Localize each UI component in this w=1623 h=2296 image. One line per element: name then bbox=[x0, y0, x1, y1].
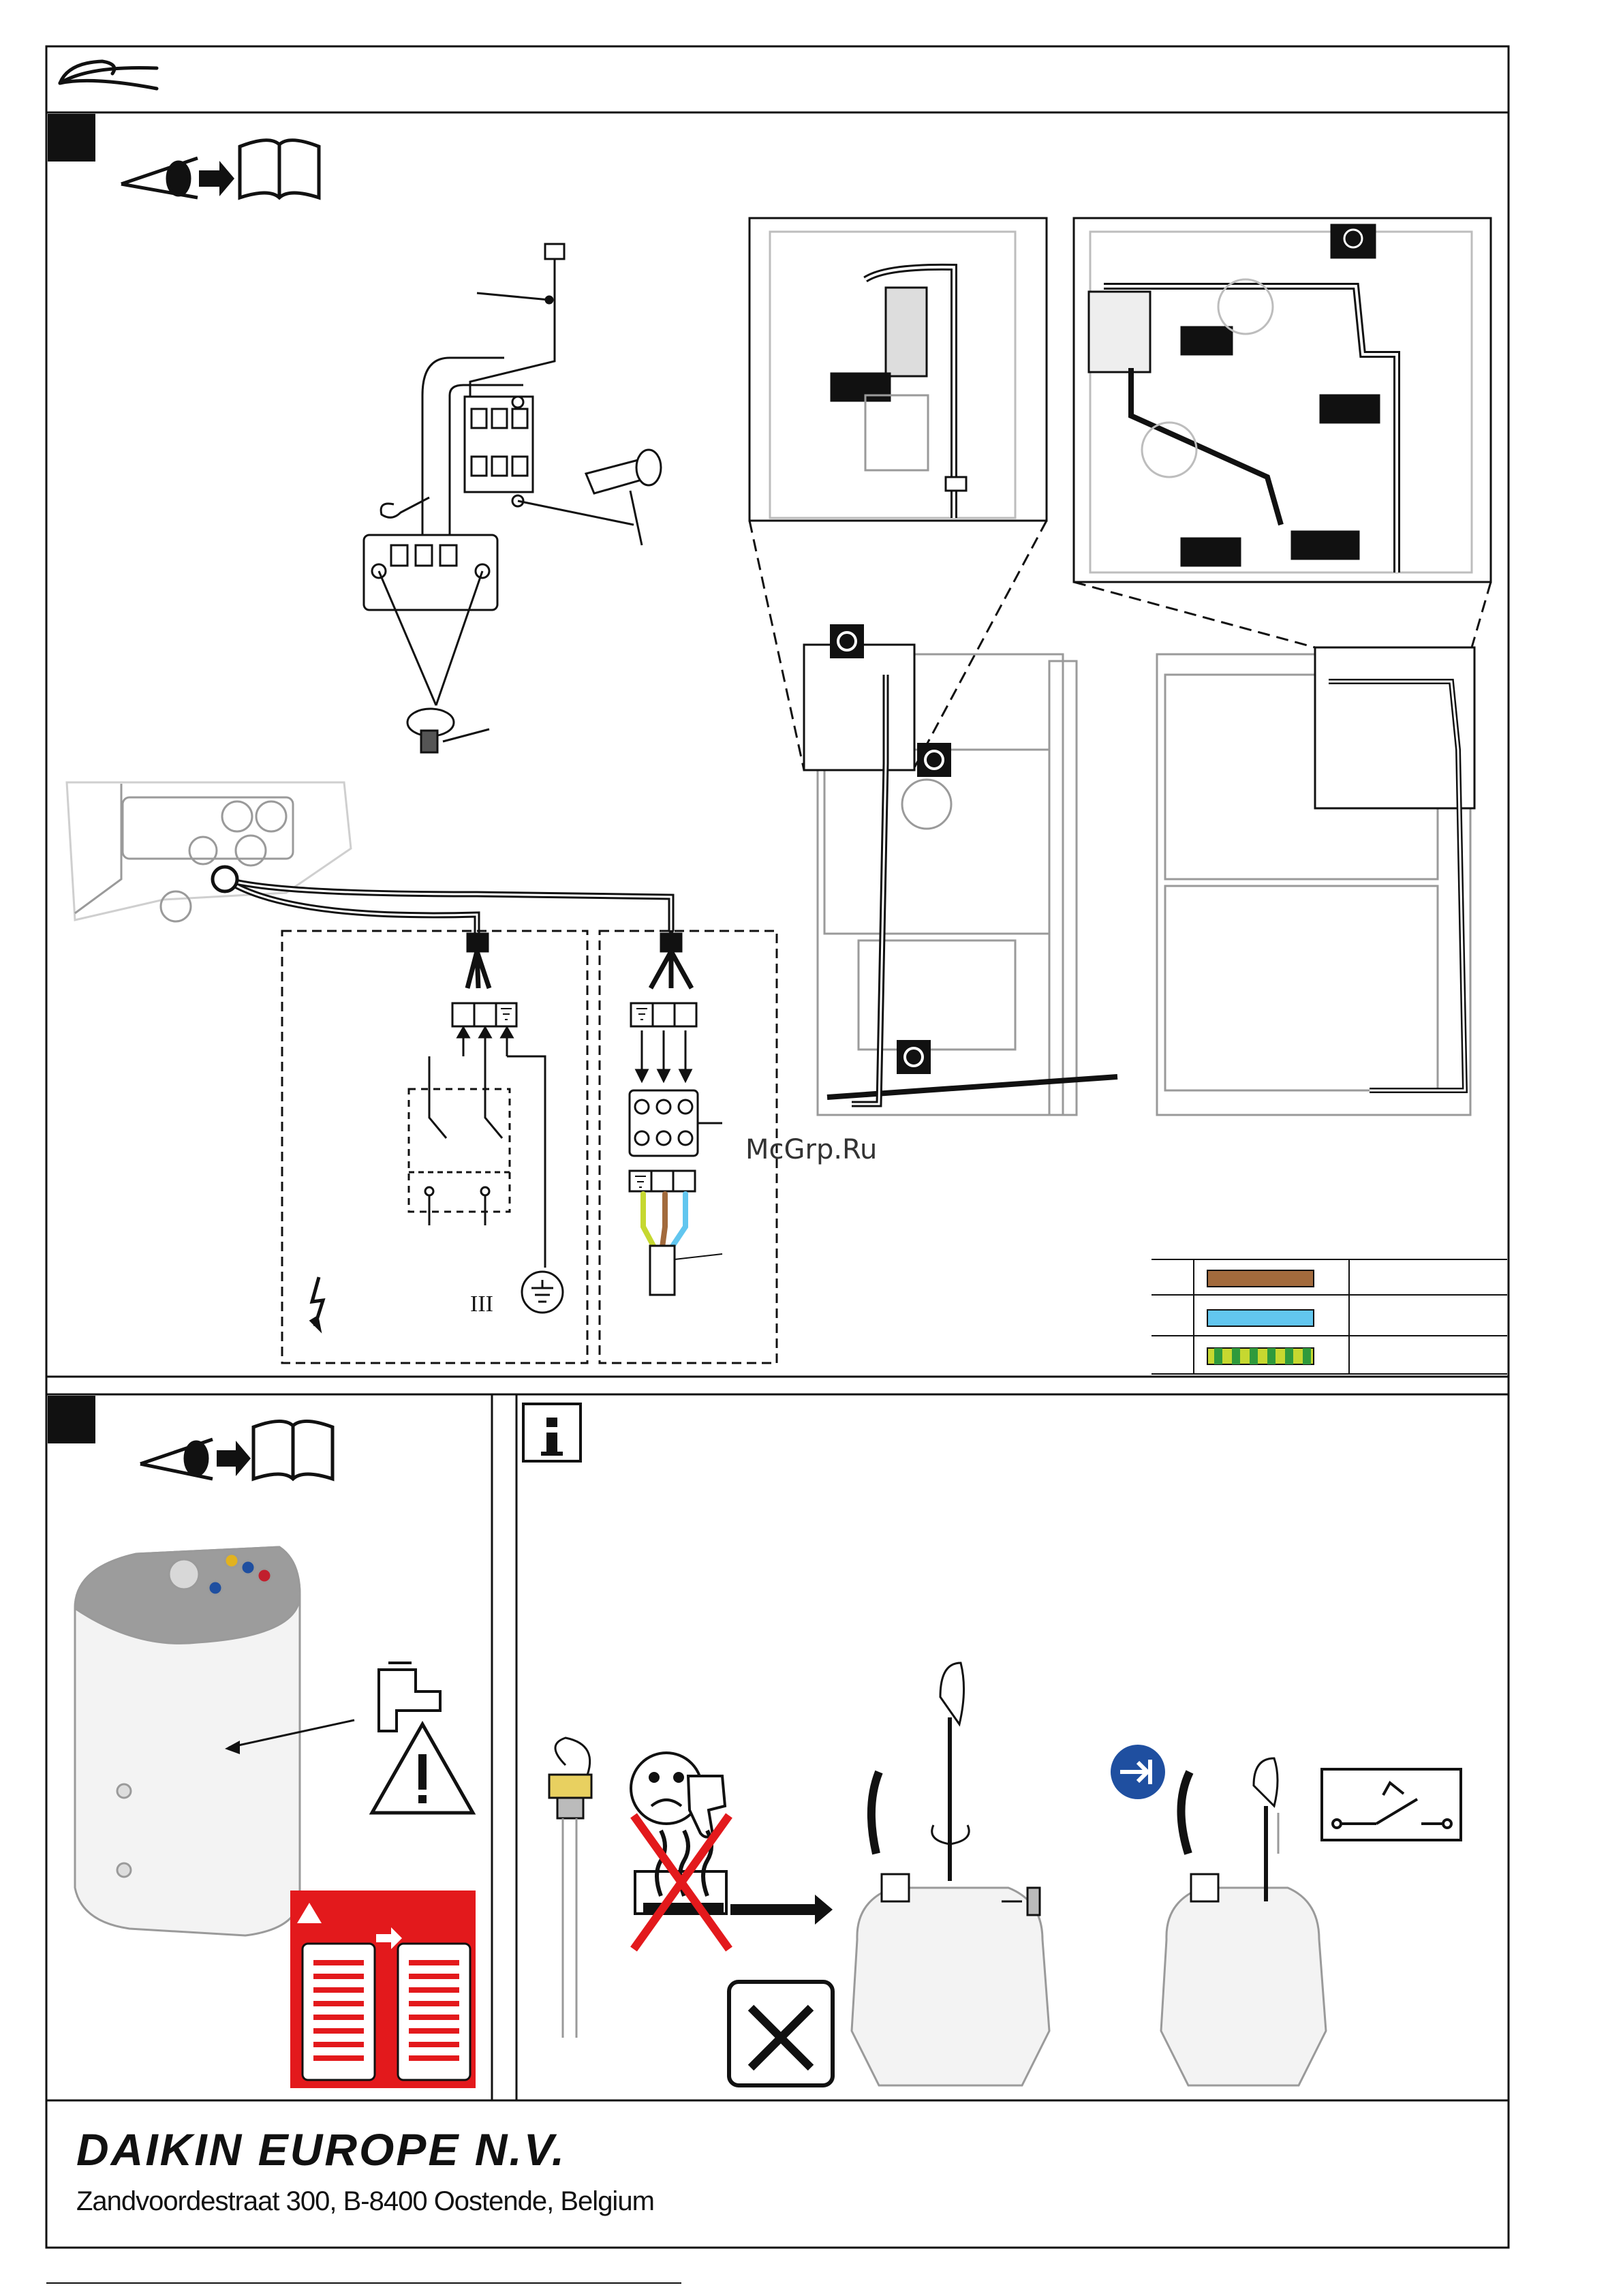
company-address: Zandvoordestraat 300, B-8400 Oostende, B… bbox=[76, 2186, 654, 2217]
wire-swatch-brown bbox=[1207, 1270, 1314, 1287]
wire-swatch-stripe bbox=[1303, 1348, 1311, 1364]
arrows-up bbox=[458, 1028, 512, 1056]
unit-corner-diagram bbox=[67, 782, 351, 921]
wire-swatch-stripe bbox=[1267, 1348, 1276, 1364]
eye-book-icon bbox=[121, 140, 319, 198]
arrows-down bbox=[636, 1030, 691, 1081]
warning-label-red bbox=[290, 1891, 476, 2088]
heater-cable-sheath bbox=[650, 1246, 675, 1295]
thermostat-sensor bbox=[549, 1738, 591, 2038]
tank-diagram bbox=[75, 1547, 354, 1935]
heater-head-removal bbox=[852, 1663, 1049, 2085]
wire-swatch-green-yellow bbox=[1207, 1348, 1314, 1364]
unit-front-view-left bbox=[804, 645, 1117, 1115]
screw-right bbox=[586, 450, 661, 493]
section-2-marker bbox=[48, 1396, 95, 1443]
pliers-icon bbox=[60, 61, 157, 89]
arrow-right bbox=[730, 1895, 833, 1925]
wire-colour-legend bbox=[1151, 1259, 1507, 1374]
wire-swatch-blue bbox=[1207, 1310, 1314, 1326]
wire-swatch-stripe bbox=[1250, 1348, 1258, 1364]
warning-triangle-icon bbox=[372, 1724, 473, 1813]
unit-front-view-right bbox=[1157, 647, 1474, 1115]
earth-symbol-icon bbox=[522, 1272, 563, 1313]
info-icon bbox=[523, 1404, 581, 1461]
switch-box-detail-right bbox=[1074, 218, 1491, 582]
company-name: DAIKIN EUROPE N.V. bbox=[76, 2124, 566, 2175]
wire-swatch-stripe bbox=[1214, 1348, 1222, 1364]
heater-cable-wires bbox=[643, 1194, 685, 1247]
wire-swatch-stripe bbox=[1285, 1348, 1293, 1364]
heater-terminal-assembly bbox=[364, 244, 661, 752]
section-1-marker bbox=[48, 114, 95, 162]
power-supply-box bbox=[282, 931, 587, 1363]
watermark: McGrp.Ru bbox=[745, 1134, 877, 1165]
disconnect-power-icon bbox=[1111, 1745, 1165, 1799]
heater-head-second bbox=[1161, 1758, 1326, 2085]
eye-book-icon-2 bbox=[140, 1421, 333, 1479]
switch-box-detail-left bbox=[749, 218, 1047, 521]
roman-label: III bbox=[470, 1291, 493, 1317]
wire-swatch-stripe bbox=[1232, 1348, 1240, 1364]
tools-icon bbox=[729, 1982, 833, 2085]
water-tap-icon bbox=[379, 1663, 440, 1731]
switch-symbol-icon bbox=[1322, 1769, 1461, 1840]
no-heating-icon bbox=[634, 1816, 729, 1949]
cable-gland bbox=[213, 867, 237, 891]
